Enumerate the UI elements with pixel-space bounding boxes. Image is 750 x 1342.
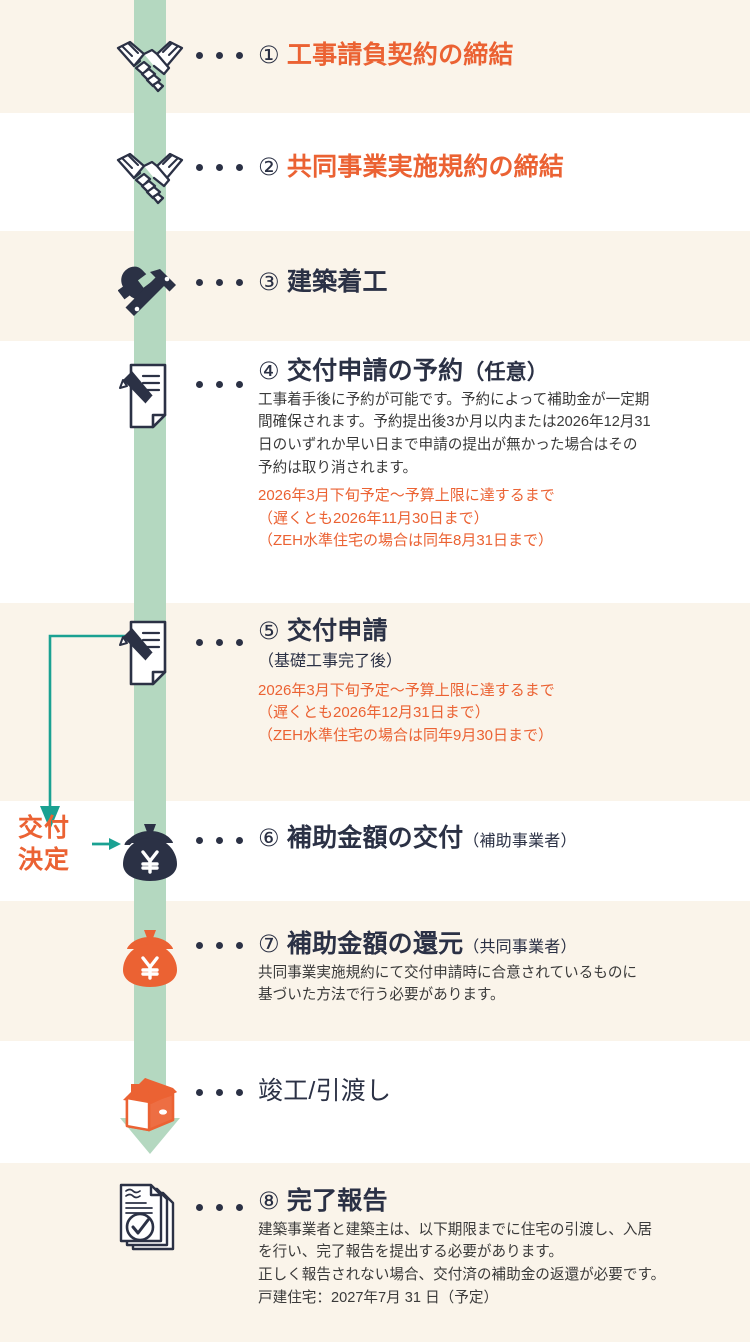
step-description-line: 基づいた方法で行う必要があります。 bbox=[258, 987, 505, 1004]
step-dates: 2026年3月下旬予定～予算上限に達するまで （遅くとも2026年11月30日まで… bbox=[258, 485, 738, 553]
step-6: ⑥ 補助金額の交付（補助事業者） bbox=[258, 823, 738, 854]
step-1: ① 工事請負契約の締結 bbox=[258, 40, 738, 71]
money-bag-navy-icon bbox=[123, 824, 177, 881]
step-title-label: 工事請負契約の締結 bbox=[286, 41, 514, 69]
money-bag-orange-icon bbox=[123, 930, 177, 987]
step-description-line: 建築事業者と建築主は、以下期限までに住宅の引渡し、入居 bbox=[258, 1221, 653, 1238]
step-date-line: 2026年3月下旬予定～予算上限に達するまで bbox=[258, 487, 555, 505]
step-description-line: 戸建住宅：2027年7月 31 日（予定） bbox=[258, 1289, 499, 1306]
leader-dots bbox=[196, 279, 243, 286]
background-stripe bbox=[0, 801, 750, 901]
step-date-line: （遅くとも2026年12月31日まで） bbox=[258, 704, 490, 722]
step-description-line: 間確保されます。予約提出後3か月以内または2026年12月31 bbox=[258, 414, 651, 431]
step-title-label: 補助金額の還元 bbox=[286, 930, 464, 958]
leader-dots bbox=[196, 837, 243, 844]
money-bag-orange-icon bbox=[110, 918, 190, 998]
step-date-line: （ZEH水準住宅の場合は同年9月30日まで） bbox=[258, 726, 554, 744]
document-pencil-icon bbox=[119, 363, 167, 429]
decision-connector-line bbox=[20, 630, 180, 840]
step-title: ⑦ 補助金額の還元（共同事業者） bbox=[258, 929, 738, 960]
step-description: 工事着手後に予約が可能です。予約によって補助金が一定期間確保されます。予約提出後… bbox=[258, 389, 738, 479]
leader-dots bbox=[196, 639, 243, 646]
leader-dots bbox=[196, 164, 243, 171]
step-title-label: 完了報告 bbox=[286, 1187, 388, 1215]
step-date-line: （ZEH水準住宅の場合は同年8月31日まで） bbox=[258, 532, 554, 550]
step-7: ⑦ 補助金額の還元（共同事業者）共同事業実施規約にて交付申請時に合意されているも… bbox=[258, 929, 738, 1007]
step-description: 共同事業実施規約にて交付申請時に合意されているものに基づいた方法で行う必要があり… bbox=[258, 962, 738, 1007]
step-title: ② 共同事業実施規約の締結 bbox=[258, 152, 738, 183]
decision-arrow-icon bbox=[92, 835, 122, 853]
handshake-icon bbox=[110, 140, 190, 220]
report-check-icon bbox=[110, 1180, 190, 1260]
step-4: ④ 交付申請の予約（任意）工事着手後に予約が可能です。予約によって補助金が一定期… bbox=[258, 356, 738, 553]
step-number: ⑥ bbox=[258, 825, 280, 852]
leader-dots bbox=[196, 942, 243, 949]
document-pencil-icon bbox=[110, 358, 190, 438]
step-5: ⑤ 交付申請 （基礎工事完了後） 2026年3月下旬予定～予算上限に達するまで （遅く… bbox=[258, 616, 738, 747]
step-date-line: 2026年3月下旬予定～予算上限に達するまで bbox=[258, 681, 555, 699]
step-3: ③ 建築着工 bbox=[258, 267, 738, 298]
step-date-line: （遅くとも2026年11月30日まで） bbox=[258, 509, 489, 527]
step-description-line: 予約は取り消されます。 bbox=[258, 459, 418, 476]
leader-dots bbox=[196, 1089, 243, 1096]
step-title: ⑤ 交付申請 bbox=[258, 616, 738, 647]
step-number: ① bbox=[258, 42, 280, 69]
step-subnote: （基礎工事完了後） bbox=[258, 652, 403, 670]
step-number: ⑦ bbox=[258, 931, 280, 958]
step-8: ⑧ 完了報告建築事業者と建築主は、以下期限までに住宅の引渡し、入居を行い、完了報… bbox=[258, 1186, 738, 1309]
step-description-line: 共同事業実施規約にて交付申請時に合意されているものに bbox=[258, 964, 638, 981]
background-stripe bbox=[0, 1041, 750, 1163]
house-icon bbox=[110, 1063, 190, 1143]
step-description: 建築事業者と建築主は、以下期限までに住宅の引渡し、入居を行い、完了報告を提出する… bbox=[258, 1219, 738, 1309]
step-title-label: 竣工/引渡し bbox=[258, 1077, 392, 1105]
step-handover: 竣工/引渡し bbox=[258, 1076, 738, 1106]
step-title-label: 共同事業実施規約の締結 bbox=[286, 153, 565, 181]
step-title: ⑧ 完了報告 bbox=[258, 1186, 738, 1217]
handshake-icon bbox=[116, 40, 184, 93]
decision-label-line1: 交付 bbox=[18, 814, 71, 842]
money-bag-navy-icon bbox=[110, 812, 190, 892]
step-title: ⑥ 補助金額の交付（補助事業者） bbox=[258, 823, 738, 854]
step-title: 竣工/引渡し bbox=[258, 1076, 738, 1106]
step-description-line: を行い、完了報告を提出する必要があります。 bbox=[258, 1244, 564, 1261]
leader-dots bbox=[196, 52, 243, 59]
step-title-label: 交付申請 bbox=[286, 617, 388, 645]
step-title-actor: （補助事業者） bbox=[463, 833, 577, 850]
step-title: ① 工事請負契約の締結 bbox=[258, 40, 738, 71]
step-description-line: 工事着手後に予約が可能です。予約によって補助金が一定期 bbox=[258, 391, 650, 408]
hammer-wrench-icon bbox=[110, 255, 190, 335]
step-number: ③ bbox=[258, 269, 280, 296]
leader-dots bbox=[196, 381, 243, 388]
step-title-label: 補助金額の交付 bbox=[286, 824, 464, 852]
document-pencil-icon bbox=[110, 615, 190, 695]
report-check-icon bbox=[119, 1183, 175, 1251]
background-stripe bbox=[0, 113, 750, 231]
step-2: ② 共同事業実施規約の締結 bbox=[258, 152, 738, 183]
step-title: ④ 交付申請の予約（任意） bbox=[258, 356, 738, 387]
step-title-actor: （共同事業者） bbox=[463, 939, 577, 956]
step-description-line: 正しく報告されない場合、交付済の補助金の返還が必要です。 bbox=[258, 1267, 666, 1284]
step-title-label: 交付申請の予約 bbox=[286, 357, 464, 385]
step-title-suffix: （任意） bbox=[463, 361, 549, 384]
house-icon bbox=[123, 1078, 177, 1132]
step-number: ⑧ bbox=[258, 1188, 280, 1215]
step-number: ⑤ bbox=[258, 618, 280, 645]
decision-label: 交付 決定 bbox=[18, 812, 70, 876]
step-number: ④ bbox=[258, 358, 280, 385]
step-description-line: 日のいずれか早い日まで申請の提出が無かった場合はその bbox=[258, 437, 638, 454]
hammer-wrench-icon bbox=[118, 266, 176, 316]
decision-label-line2: 決定 bbox=[18, 846, 71, 874]
handshake-icon bbox=[110, 28, 190, 108]
step-title-label: 建築着工 bbox=[286, 268, 388, 296]
step-title: ③ 建築着工 bbox=[258, 267, 738, 298]
step-dates: 2026年3月下旬予定～予算上限に達するまで （遅くとも2026年12月31日まで… bbox=[258, 680, 738, 748]
document-pencil-icon bbox=[119, 620, 167, 686]
leader-dots bbox=[196, 1204, 243, 1211]
handshake-icon bbox=[116, 152, 184, 205]
step-number: ② bbox=[258, 154, 280, 181]
